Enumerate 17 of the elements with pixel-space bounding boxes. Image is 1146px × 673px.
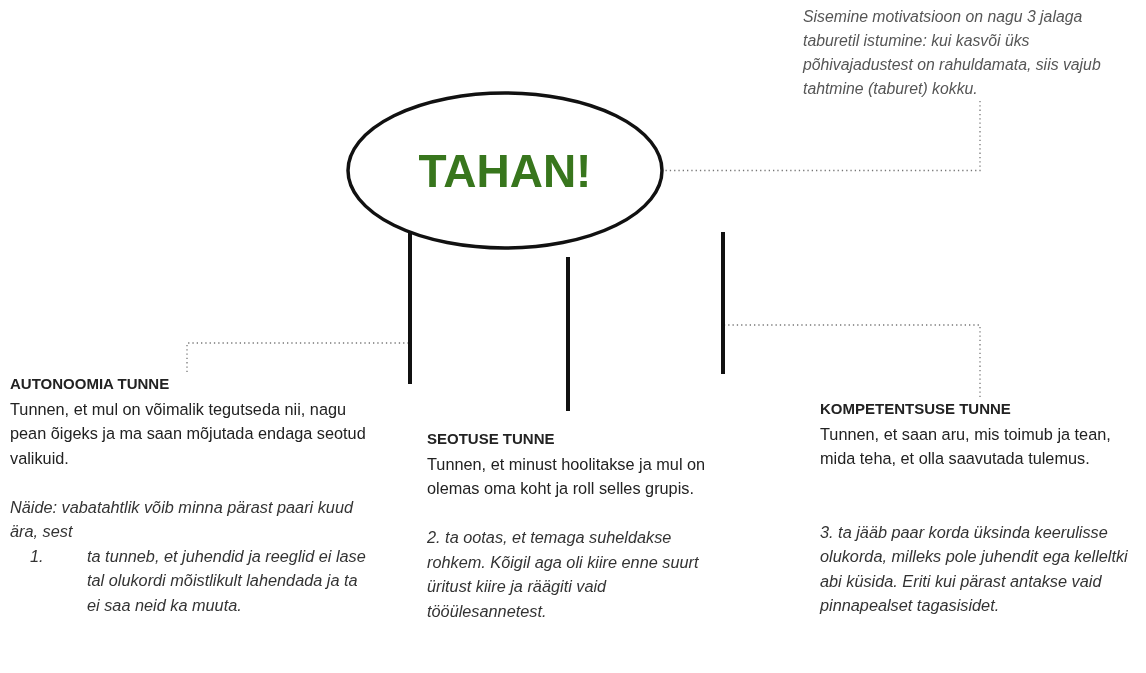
description-text: Tunnen, et saan aru, mis toimub ja tean, mida teha, et olla saavutada tulemus. <box>820 423 1112 469</box>
stool-leg <box>566 257 570 411</box>
list-item-text: ta tunneb, et juhendid ja reeglid ei lase tal olukordi mõistlikult lahendada ja ta ei saa neid ka muuta. <box>87 545 367 616</box>
leader-line <box>663 100 981 172</box>
list-number: 1. <box>30 545 45 567</box>
example-text: 3. ta jääb paar korda üksinda keerulisse olukorda, milleks pole juhendit ega kelleltki abi küsida. Eriti kui pärast antakse vaid pinnapealset tagasisidet. <box>820 521 1129 616</box>
section-heading: AUTONOOMIA TUNNE <box>10 374 171 394</box>
section-heading: SEOTUSE TUNNE <box>427 429 556 449</box>
example-text: 2. ta ootas, et temaga suheldakse rohkem. Kõigil aga oli kiire enne suurt üritust kiire ja räägiti vaid tööülesannetest. <box>427 527 700 622</box>
stool-leg <box>721 232 725 374</box>
leader-line <box>186 342 409 373</box>
section-heading: KOMPETENTSUSE TUNNE <box>820 399 1012 419</box>
stool-leg <box>408 232 412 384</box>
description-text: Tunnen, et minust hoolitakse ja mul on olemas oma koht ja roll selles grupis. <box>427 453 707 499</box>
note-text: Sisemine motivatsioon on nagu 3 jalaga taburetil istumine: kui kasvõi üks põhivajadustest on rahuldamata, siis vajub tahtmine (taburet) kokku. <box>803 5 1128 101</box>
seat-label: TAHAN! <box>418 143 592 198</box>
description-text: Tunnen, et mul on võimalik tegutseda nii, nagu pean õigeks ja ma saan mõjutada endaga seotud valikuid. <box>10 398 367 469</box>
